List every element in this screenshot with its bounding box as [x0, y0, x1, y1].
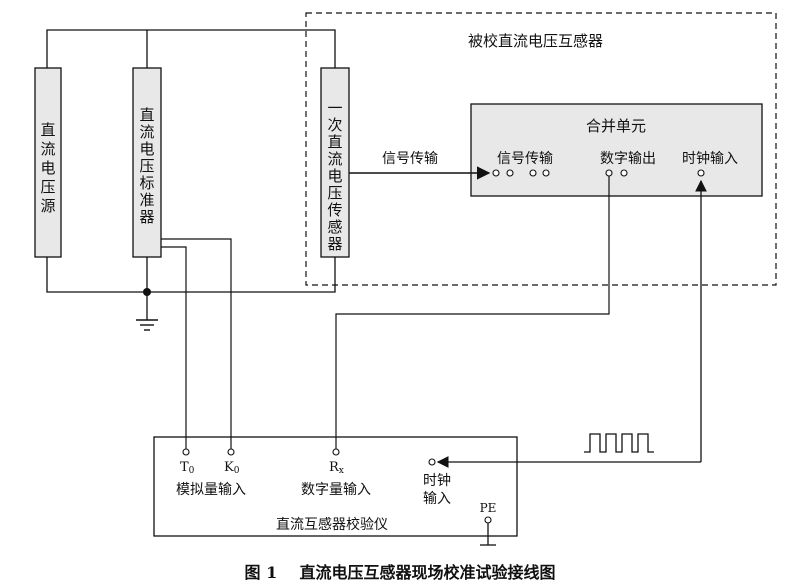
- primary-sensor-box: [320, 67, 350, 258]
- mu-clock-in-label: 时钟输入: [682, 150, 738, 167]
- dc-standard-char: 流: [139, 123, 154, 141]
- primary-sensor-char: 一: [327, 99, 342, 117]
- primary-sensor-char: 感: [327, 218, 342, 236]
- mu-signal-in-label: 信号传输: [497, 151, 553, 167]
- transformer-boundary: [305, 12, 777, 286]
- dc-standard-char: 电: [139, 140, 154, 158]
- signal-wire-label: 信号传输: [382, 151, 438, 167]
- dc-standard-char: 标: [139, 174, 154, 192]
- primary-sensor-char: 传: [327, 201, 342, 219]
- clock-input-label-2: 输入: [423, 491, 451, 507]
- ground-symbol: [136, 319, 158, 331]
- calibrator-title: 直流互感器校验仪: [276, 516, 388, 533]
- primary-sensor-char: 电: [327, 167, 342, 185]
- dc-standard-char: 压: [139, 157, 154, 175]
- clock-pulse-icon: [584, 433, 654, 453]
- top-wiring: [46, 29, 336, 320]
- dc-source-char: 流: [40, 140, 55, 158]
- dc-source-char: 源: [40, 197, 55, 215]
- dc-voltage-source-box: [34, 67, 62, 258]
- dc-source-char: 直: [40, 121, 55, 139]
- transformer-label: 被校直流电压互感器: [468, 32, 603, 50]
- digital-input-label: 数字量输入: [301, 482, 371, 498]
- figure-caption: 图 1 直流电压互感器现场校准试验接线图: [245, 563, 556, 582]
- dc-voltage-standard-box: [132, 67, 162, 258]
- junction-dot: [143, 288, 151, 296]
- merging-unit-box: [470, 103, 763, 197]
- primary-sensor-char: 器: [327, 235, 342, 253]
- pe-label: PE: [480, 501, 497, 515]
- analog-input-label: 模拟量输入: [176, 482, 246, 498]
- analog-wires: [161, 238, 232, 449]
- dc-standard-char: 直: [139, 106, 154, 124]
- merging-unit-title: 合并单元: [586, 117, 646, 135]
- primary-sensor-char: 直: [327, 133, 342, 151]
- mu-digital-out-label: 数字输出: [600, 151, 656, 167]
- dc-standard-char: 器: [139, 208, 154, 226]
- clock-input-label-1: 时钟: [423, 472, 451, 489]
- primary-sensor-char: 压: [327, 184, 342, 202]
- port-rx: Rx: [329, 460, 344, 476]
- port-t0: T0: [180, 460, 195, 476]
- port-k0: K0: [224, 460, 240, 476]
- pe-ground-symbol: [480, 523, 496, 546]
- calibrator-ports: [182, 448, 492, 524]
- dc-source-char: 电: [40, 159, 55, 177]
- dc-source-char: 压: [40, 178, 55, 196]
- digital-output-wire: [335, 176, 610, 449]
- calibrator-box: [153, 436, 518, 537]
- primary-sensor-char: 次: [327, 116, 342, 134]
- dc-standard-char: 准: [139, 191, 154, 209]
- primary-sensor-char: 流: [327, 150, 342, 168]
